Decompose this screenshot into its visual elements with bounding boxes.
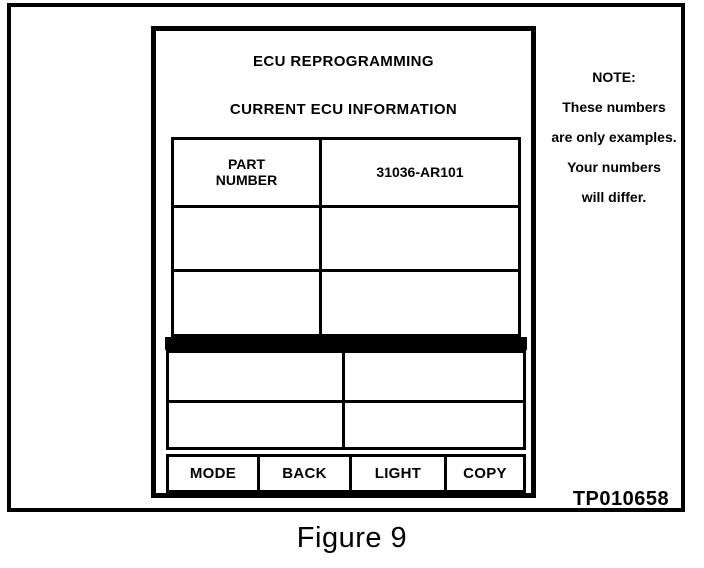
screen-separator-bar: [165, 337, 527, 350]
figure-outer-box: ECU REPROGRAMMING CURRENT ECU INFORMATIO…: [7, 3, 685, 512]
info-row-0-label-cell: PART NUMBER: [174, 140, 322, 205]
lower-row-1-left-cell: [169, 403, 345, 447]
lower-row-0-left-cell: [169, 353, 345, 400]
softkey-light-button[interactable]: LIGHT: [349, 457, 444, 490]
scan-tool-device-frame: ECU REPROGRAMMING CURRENT ECU INFORMATIO…: [151, 26, 536, 498]
lower-row-0-right-cell: [345, 353, 523, 400]
device-screen-subtitle: CURRENT ECU INFORMATION: [229, 101, 458, 118]
table-row: PART NUMBER 31036-AR101: [174, 140, 518, 205]
figure-caption: Figure 9: [296, 522, 408, 554]
current-ecu-info-table: PART NUMBER 31036-AR101: [171, 137, 521, 337]
info-row-1-value-cell: [322, 208, 518, 270]
softkey-mode-button[interactable]: MODE: [189, 465, 237, 482]
note-line-4: will differ.: [581, 189, 647, 205]
note-line-2: are only examples.: [551, 129, 677, 145]
info-row-0-label-line2: NUMBER: [215, 172, 278, 189]
softkey-back-button[interactable]: BACK: [257, 457, 349, 490]
info-row-2-value-cell: [322, 272, 518, 334]
device-screen-title: ECU REPROGRAMMING: [253, 53, 434, 70]
table-row: [169, 353, 523, 400]
table-row: [174, 269, 518, 334]
note-line-0: NOTE:: [592, 69, 636, 85]
info-row-1-label-cell: [174, 207, 322, 270]
info-row-0-label-line1: PART: [227, 156, 266, 173]
figure-reference-code: TP010658: [572, 488, 670, 510]
note-block: NOTE: These numbers are only examples. Y…: [531, 62, 697, 212]
softkey-button-row: MODE BACK LIGHT COPY: [166, 454, 526, 493]
note-line-3: Your numbers: [567, 159, 661, 175]
softkey-copy-button[interactable]: COPY: [444, 457, 523, 490]
lower-row-1-right-cell: [345, 403, 523, 447]
note-line-1: These numbers: [562, 99, 666, 115]
table-row: [169, 400, 523, 447]
info-row-0-value-cell: 31036-AR101: [376, 164, 464, 181]
lower-info-table: [166, 350, 526, 450]
info-row-2-label-cell: [174, 272, 322, 334]
table-row: [174, 204, 518, 270]
